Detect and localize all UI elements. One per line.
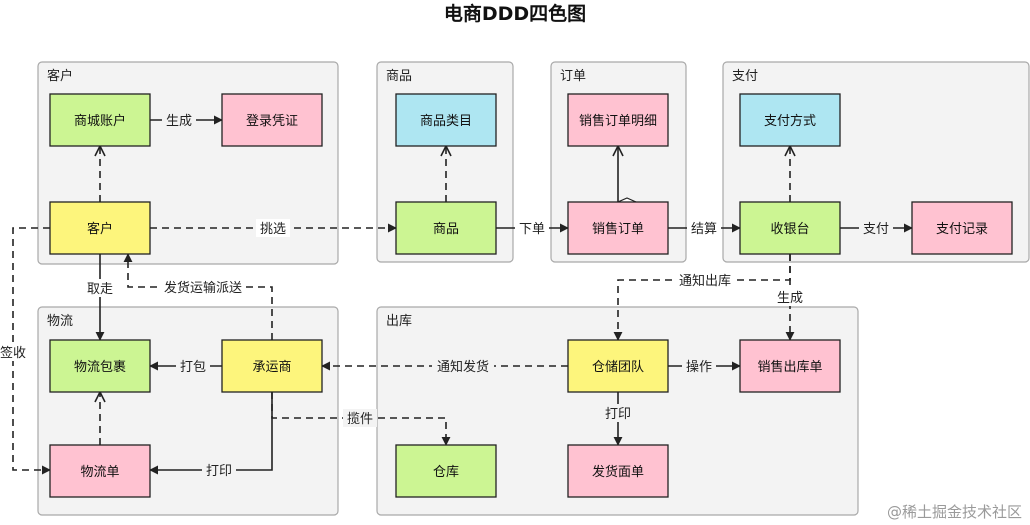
edge-label-operate: 操作: [686, 359, 712, 375]
node-carrier: 承运商: [221, 339, 323, 393]
diagram-title: 电商DDD四色图: [444, 2, 586, 25]
svg-text:仓库: 仓库: [433, 464, 459, 480]
group-label-outbound: 出库: [386, 313, 412, 329]
edge-label-pick: 挑选: [260, 222, 286, 237]
svg-text:客户: 客户: [87, 221, 113, 237]
edge-label-generate-2: 生成: [777, 291, 803, 306]
edge-label-ship-dispatch: 发货运输派送: [164, 280, 242, 296]
group-label-product: 商品: [386, 69, 412, 84]
node-sales-outbound-order: 销售出库单: [739, 339, 841, 393]
svg-text:支付方式: 支付方式: [764, 113, 816, 129]
group-label-payment: 支付: [732, 69, 758, 84]
node-sales-order-detail: 销售订单明细: [567, 93, 669, 147]
group-label-logistics: 物流: [47, 314, 73, 329]
node-sales-order: 销售订单: [567, 201, 669, 255]
node-logistics-order: 物流单: [49, 444, 151, 498]
edge-label-notify-outbound: 通知出库: [679, 273, 731, 289]
node-payment-record: 支付记录: [911, 201, 1013, 255]
svg-text:销售订单明细: 销售订单明细: [579, 113, 657, 129]
node-product: 商品: [395, 201, 497, 255]
svg-text:物流包裹: 物流包裹: [74, 360, 126, 375]
edge-label-pickup: 取走: [87, 282, 113, 297]
edge-label-pay: 支付: [863, 222, 889, 237]
edge-label-pack: 打包: [180, 360, 206, 375]
node-mall-account: 商城账户: [49, 93, 151, 147]
node-cashier: 收银台: [739, 201, 841, 255]
watermark: @稀土掘金技术社区: [887, 503, 1022, 521]
edge-label-print: 打印: [605, 407, 631, 422]
node-warehouse: 仓库: [395, 444, 497, 498]
svg-text:发货面单: 发货面单: [592, 464, 644, 480]
edge-label-print-2: 打印: [206, 464, 232, 479]
node-shipping-sheet: 发货面单: [567, 444, 669, 498]
svg-text:商品类目: 商品类目: [420, 114, 472, 129]
svg-text:商品: 商品: [433, 222, 459, 237]
edge-labels: 生成 挑选 下单 结算 支付 取走 发货运输派送 通知出库 生成 签收 打包 通…: [0, 111, 893, 479]
group-label-order: 订单: [560, 69, 586, 84]
svg-text:商城账户: 商城账户: [74, 113, 126, 129]
svg-text:销售订单: 销售订单: [592, 221, 644, 237]
svg-text:销售出库单: 销售出库单: [757, 359, 822, 375]
svg-text:支付记录: 支付记录: [936, 222, 988, 237]
edge-label-place-order: 下单: [519, 222, 545, 237]
svg-text:收银台: 收银台: [770, 222, 809, 237]
svg-text:登录凭证: 登录凭证: [246, 114, 298, 129]
svg-text:承运商: 承运商: [252, 360, 291, 375]
edge-label-generate: 生成: [166, 114, 192, 129]
edge-label-notify-ship: 通知发货: [437, 359, 489, 375]
node-customer: 客户: [49, 201, 151, 255]
node-logistics-package: 物流包裹: [49, 339, 151, 393]
svg-text:物流单: 物流单: [80, 465, 119, 480]
node-login-credential: 登录凭证: [221, 93, 323, 147]
node-payment-method: 支付方式: [739, 93, 841, 147]
group-label-customer: 客户: [47, 68, 73, 84]
node-product-category: 商品类目: [395, 93, 497, 147]
edge-label-collect: 揽件: [347, 411, 373, 427]
node-warehouse-team: 仓储团队: [567, 339, 669, 393]
svg-text:仓储团队: 仓储团队: [592, 360, 644, 375]
edge-label-settle: 结算: [691, 222, 717, 237]
edge-label-sign: 签收: [0, 345, 26, 361]
